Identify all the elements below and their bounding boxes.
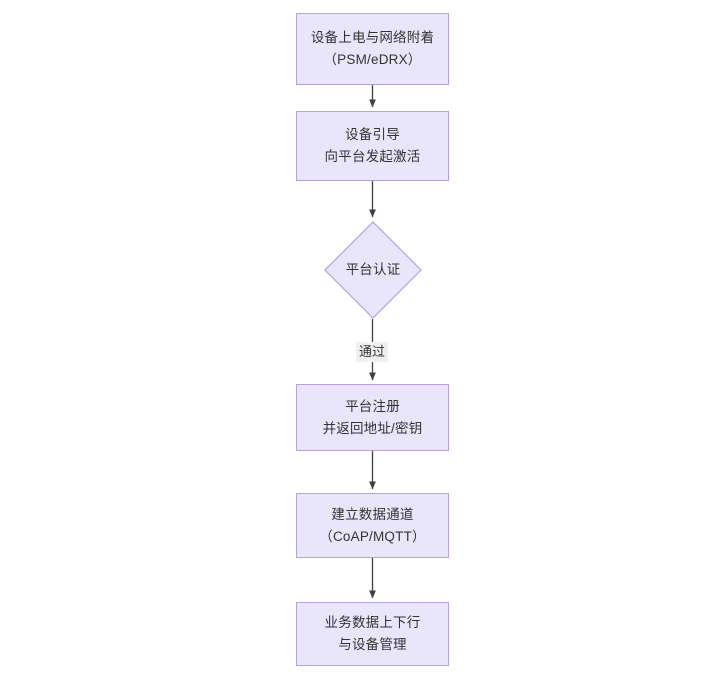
- node-data-channel-line2: （CoAP/MQTT）: [319, 528, 426, 544]
- node-service-data-line1: 业务数据上下行: [324, 615, 421, 630]
- node-platform-auth-label: 平台认证: [345, 262, 401, 277]
- node-data-channel-line1: 建立数据通道: [331, 506, 414, 522]
- node-service-data[interactable]: 业务数据上下行 与设备管理: [296, 602, 449, 666]
- node-power-on-line1: 设备上电与网络附着: [310, 30, 435, 45]
- node-bootstrap-line1: 设备引导: [345, 127, 400, 142]
- node-platform-register-line1: 平台注册: [345, 398, 400, 414]
- node-power-on-line2: （PSM/eDRX）: [323, 52, 422, 67]
- node-platform-register[interactable]: 平台注册 并返回地址/密钥: [296, 384, 449, 451]
- node-platform-register-line2: 并返回地址/密钥: [322, 420, 423, 436]
- diamond-shape: [324, 221, 422, 319]
- node-bootstrap[interactable]: 设备引导 向平台发起激活: [296, 111, 449, 181]
- node-bootstrap-line2: 向平台发起激活: [324, 149, 421, 164]
- edge-label-pass: 通过: [355, 342, 389, 362]
- node-platform-auth-decision[interactable]: 平台认证: [324, 221, 422, 319]
- node-power-on[interactable]: 设备上电与网络附着 （PSM/eDRX）: [296, 13, 449, 85]
- node-service-data-line2: 与设备管理: [338, 637, 407, 652]
- node-data-channel[interactable]: 建立数据通道 （CoAP/MQTT）: [296, 493, 449, 558]
